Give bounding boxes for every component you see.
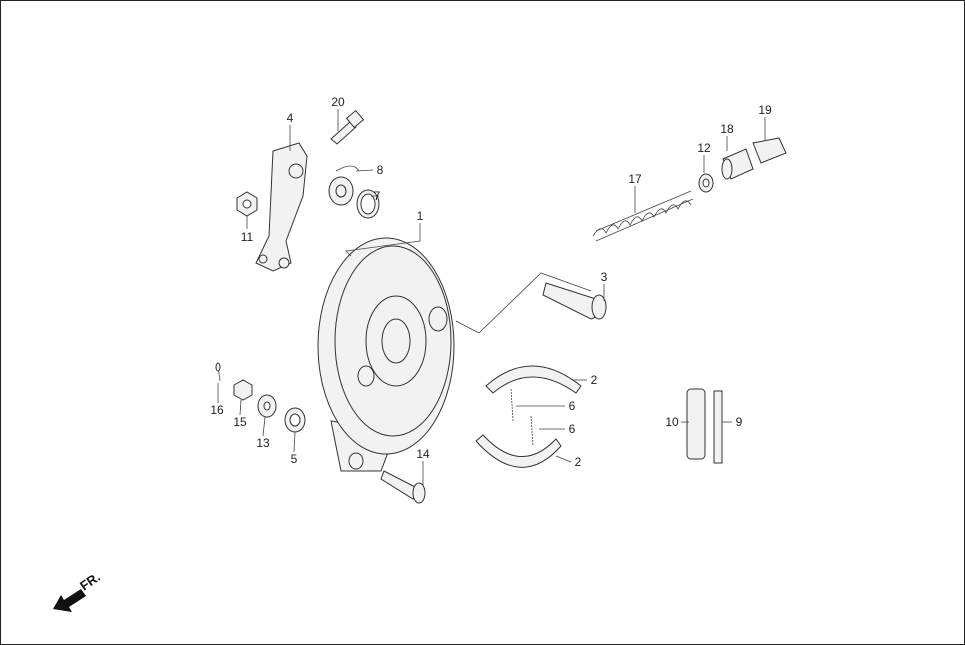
callout-19: 19 (758, 103, 772, 117)
arrow-down-left-icon (53, 589, 86, 612)
callout-1: 1 (417, 209, 424, 223)
callout-5: 5 (291, 452, 298, 466)
callout-2-upper: 2 (591, 373, 598, 387)
callout-10: 10 (665, 415, 679, 429)
callout-7: 7 (374, 189, 381, 203)
callout-6-upper: 6 (569, 399, 576, 413)
callout-16: 16 (210, 403, 224, 417)
callout-14: 14 (416, 447, 430, 461)
brake-panel (317, 237, 455, 472)
callout-17: 17 (628, 172, 642, 186)
callout-18: 18 (720, 122, 734, 136)
callout-9: 9 (736, 415, 743, 429)
callout-12: 12 (697, 141, 711, 155)
callout-6-lower: 6 (569, 422, 576, 436)
callout-13: 13 (256, 436, 270, 450)
callout-15: 15 (233, 415, 247, 429)
brake-arm (255, 142, 308, 272)
callout-8: 8 (377, 163, 384, 177)
callout-20: 20 (331, 95, 345, 109)
callout-4: 4 (287, 111, 294, 125)
callout-3: 3 (601, 270, 608, 284)
callout-2-lower: 2 (575, 455, 582, 469)
callout-11: 11 (241, 230, 254, 244)
